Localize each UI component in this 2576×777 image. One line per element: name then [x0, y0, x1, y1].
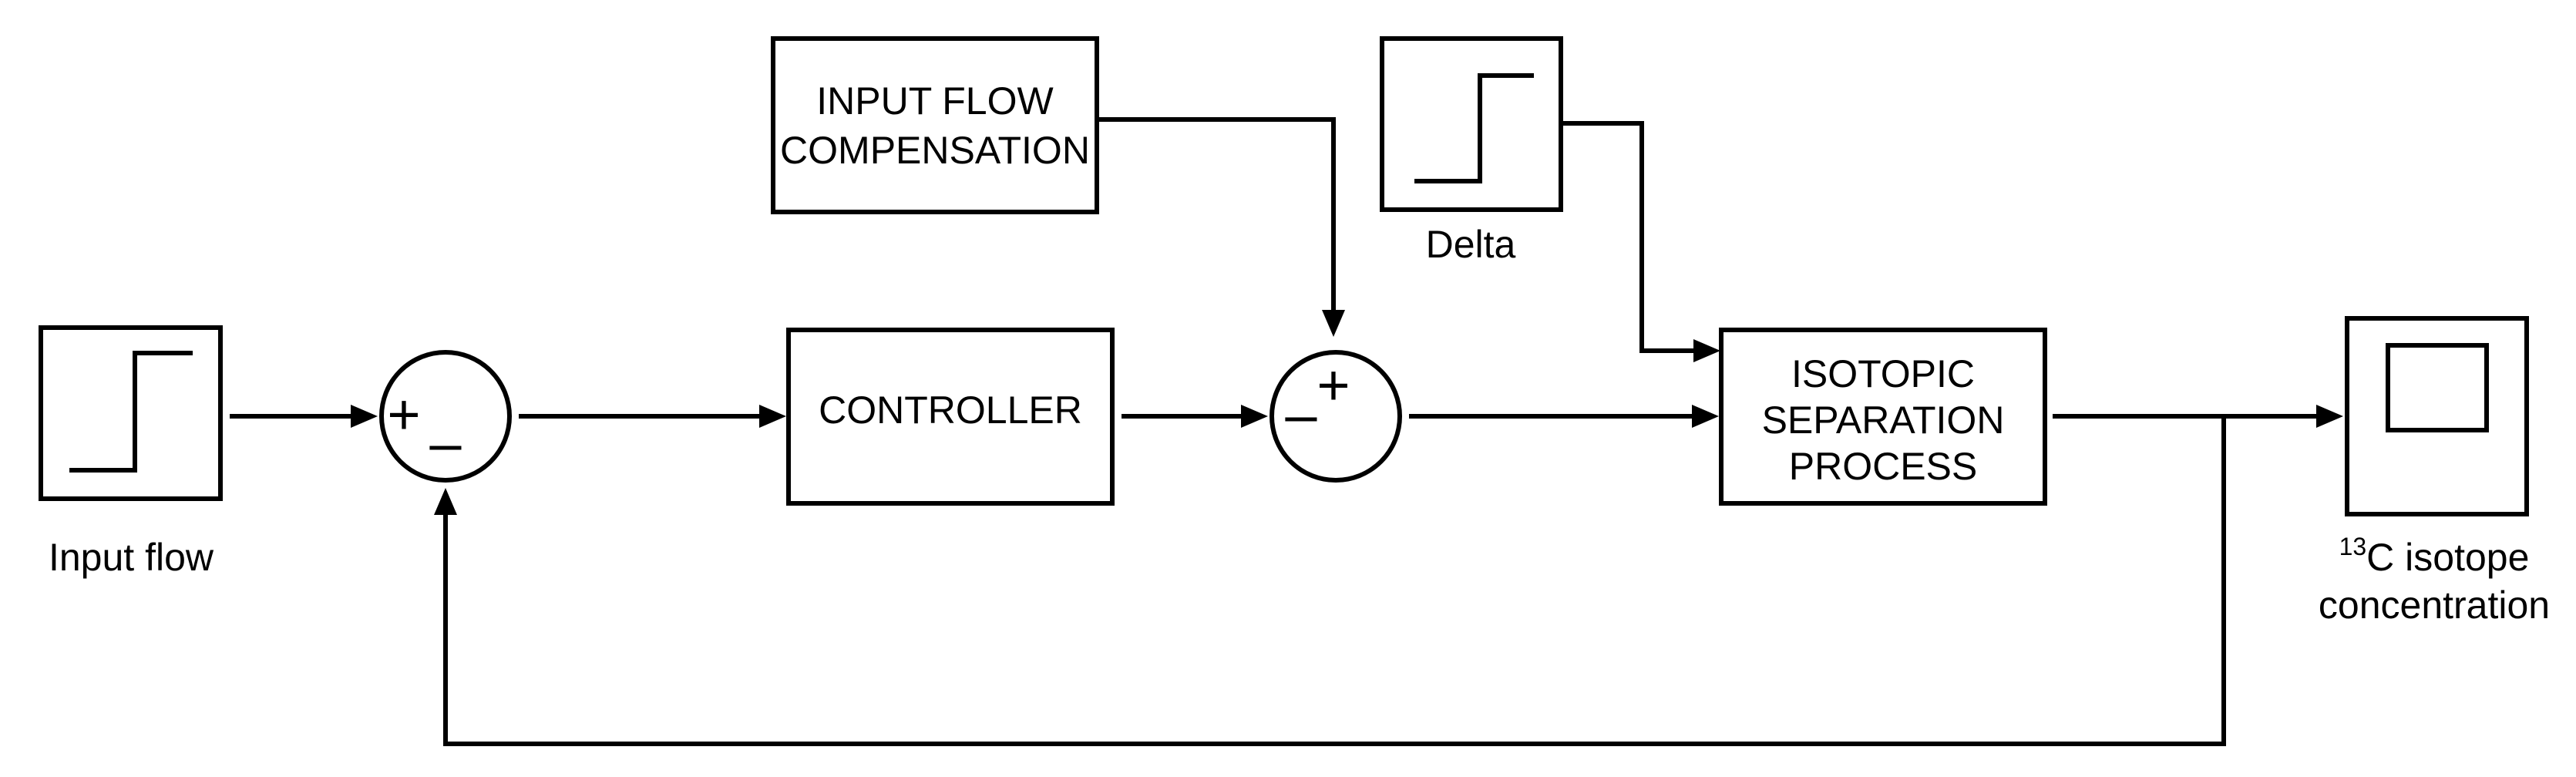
output-label-line-2: concentration [2319, 584, 2550, 627]
process-to-output-arrowhead [2316, 405, 2343, 428]
compensation-to-junction-2-line [1097, 117, 1336, 312]
input-flow-compensation-line-2: COMPENSATION [780, 129, 1090, 172]
summing-junction-2-minus: – [1285, 382, 1317, 446]
input-flow-compensation-line-1: INPUT FLOW [816, 79, 1054, 123]
junction-1-to-controller-arrowhead [759, 405, 786, 428]
summing-junction-1-plus: + [387, 382, 420, 446]
delta-step-block [1380, 36, 1563, 212]
input-flow-step-icon [69, 351, 193, 473]
isotopic-separation-line-3: PROCESS [1789, 445, 1978, 488]
delta-label: Delta [1426, 223, 1516, 266]
input-flow-compensation-block [771, 36, 1099, 214]
delta-to-process-arrowhead [1693, 339, 1720, 362]
junction-2-to-process-arrowhead [1692, 405, 1719, 428]
summing-junction-1-minus: – [429, 411, 462, 475]
isotopic-separation-process-block [1719, 328, 2047, 506]
feedback-line [443, 416, 2226, 746]
delta-to-process-line [1561, 121, 1696, 353]
summing-junction-2-plus: + [1317, 353, 1350, 417]
controller-label: CONTROLLER [819, 388, 1082, 432]
input-to-junction-1-arrowhead [351, 405, 378, 428]
feedback-arrowhead [434, 488, 457, 515]
compensation-to-junction-2-arrowhead [1322, 310, 1345, 337]
controller-to-junction-2-arrowhead [1241, 405, 1268, 428]
summing-junction-1 [379, 350, 512, 483]
delta-step-icon [1414, 73, 1534, 183]
summing-junction-2 [1270, 350, 1402, 483]
input-flow-step-block [39, 325, 223, 501]
controller-block [786, 328, 1115, 506]
output-label-line-1: 13C isotope [2339, 533, 2530, 579]
isotopic-separation-line-2: SEPARATION [1762, 399, 2005, 442]
scope-screen-icon [2386, 343, 2489, 432]
isotopic-separation-line-1: ISOTOPIC [1791, 352, 1975, 395]
input-flow-label: Input flow [49, 536, 214, 579]
